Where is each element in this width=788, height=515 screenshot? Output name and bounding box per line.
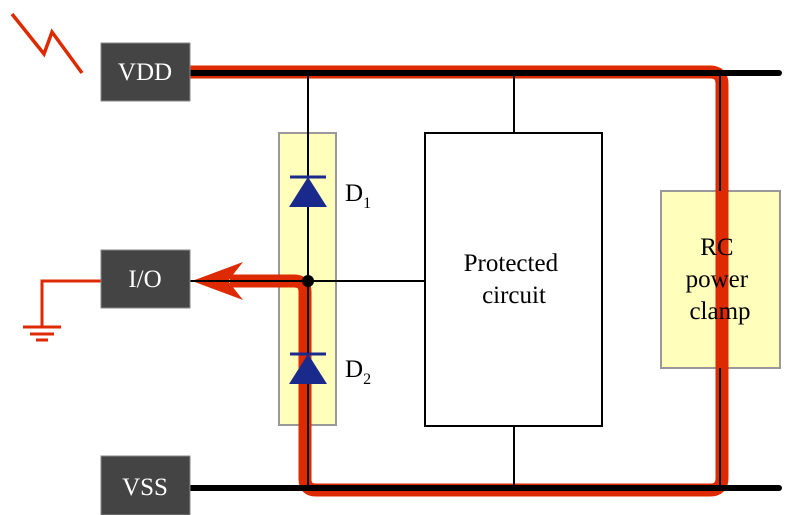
ground-wire xyxy=(40,279,101,327)
protected-circuit-label: Protected circuit xyxy=(464,250,565,309)
junction-dot xyxy=(302,275,314,287)
protected-circuit-box xyxy=(424,132,603,427)
diode-d2-icon xyxy=(289,352,327,384)
io-pin-label: I/O xyxy=(128,266,161,293)
vdd-pin-label: VDD xyxy=(118,59,172,86)
vss-pin-label: VSS xyxy=(122,474,168,501)
lightning-bolt-icon xyxy=(10,12,84,75)
ground-icon xyxy=(23,325,61,342)
rc-clamp-label: RC power clamp xyxy=(686,234,755,325)
d1-label: D1 xyxy=(345,180,371,212)
diode-d1-icon xyxy=(289,175,327,207)
vdd-pin: VDD xyxy=(100,42,191,102)
d2-label: D2 xyxy=(345,356,371,388)
vss-pin: VSS xyxy=(100,455,191,515)
io-pin: I/O xyxy=(100,249,191,309)
